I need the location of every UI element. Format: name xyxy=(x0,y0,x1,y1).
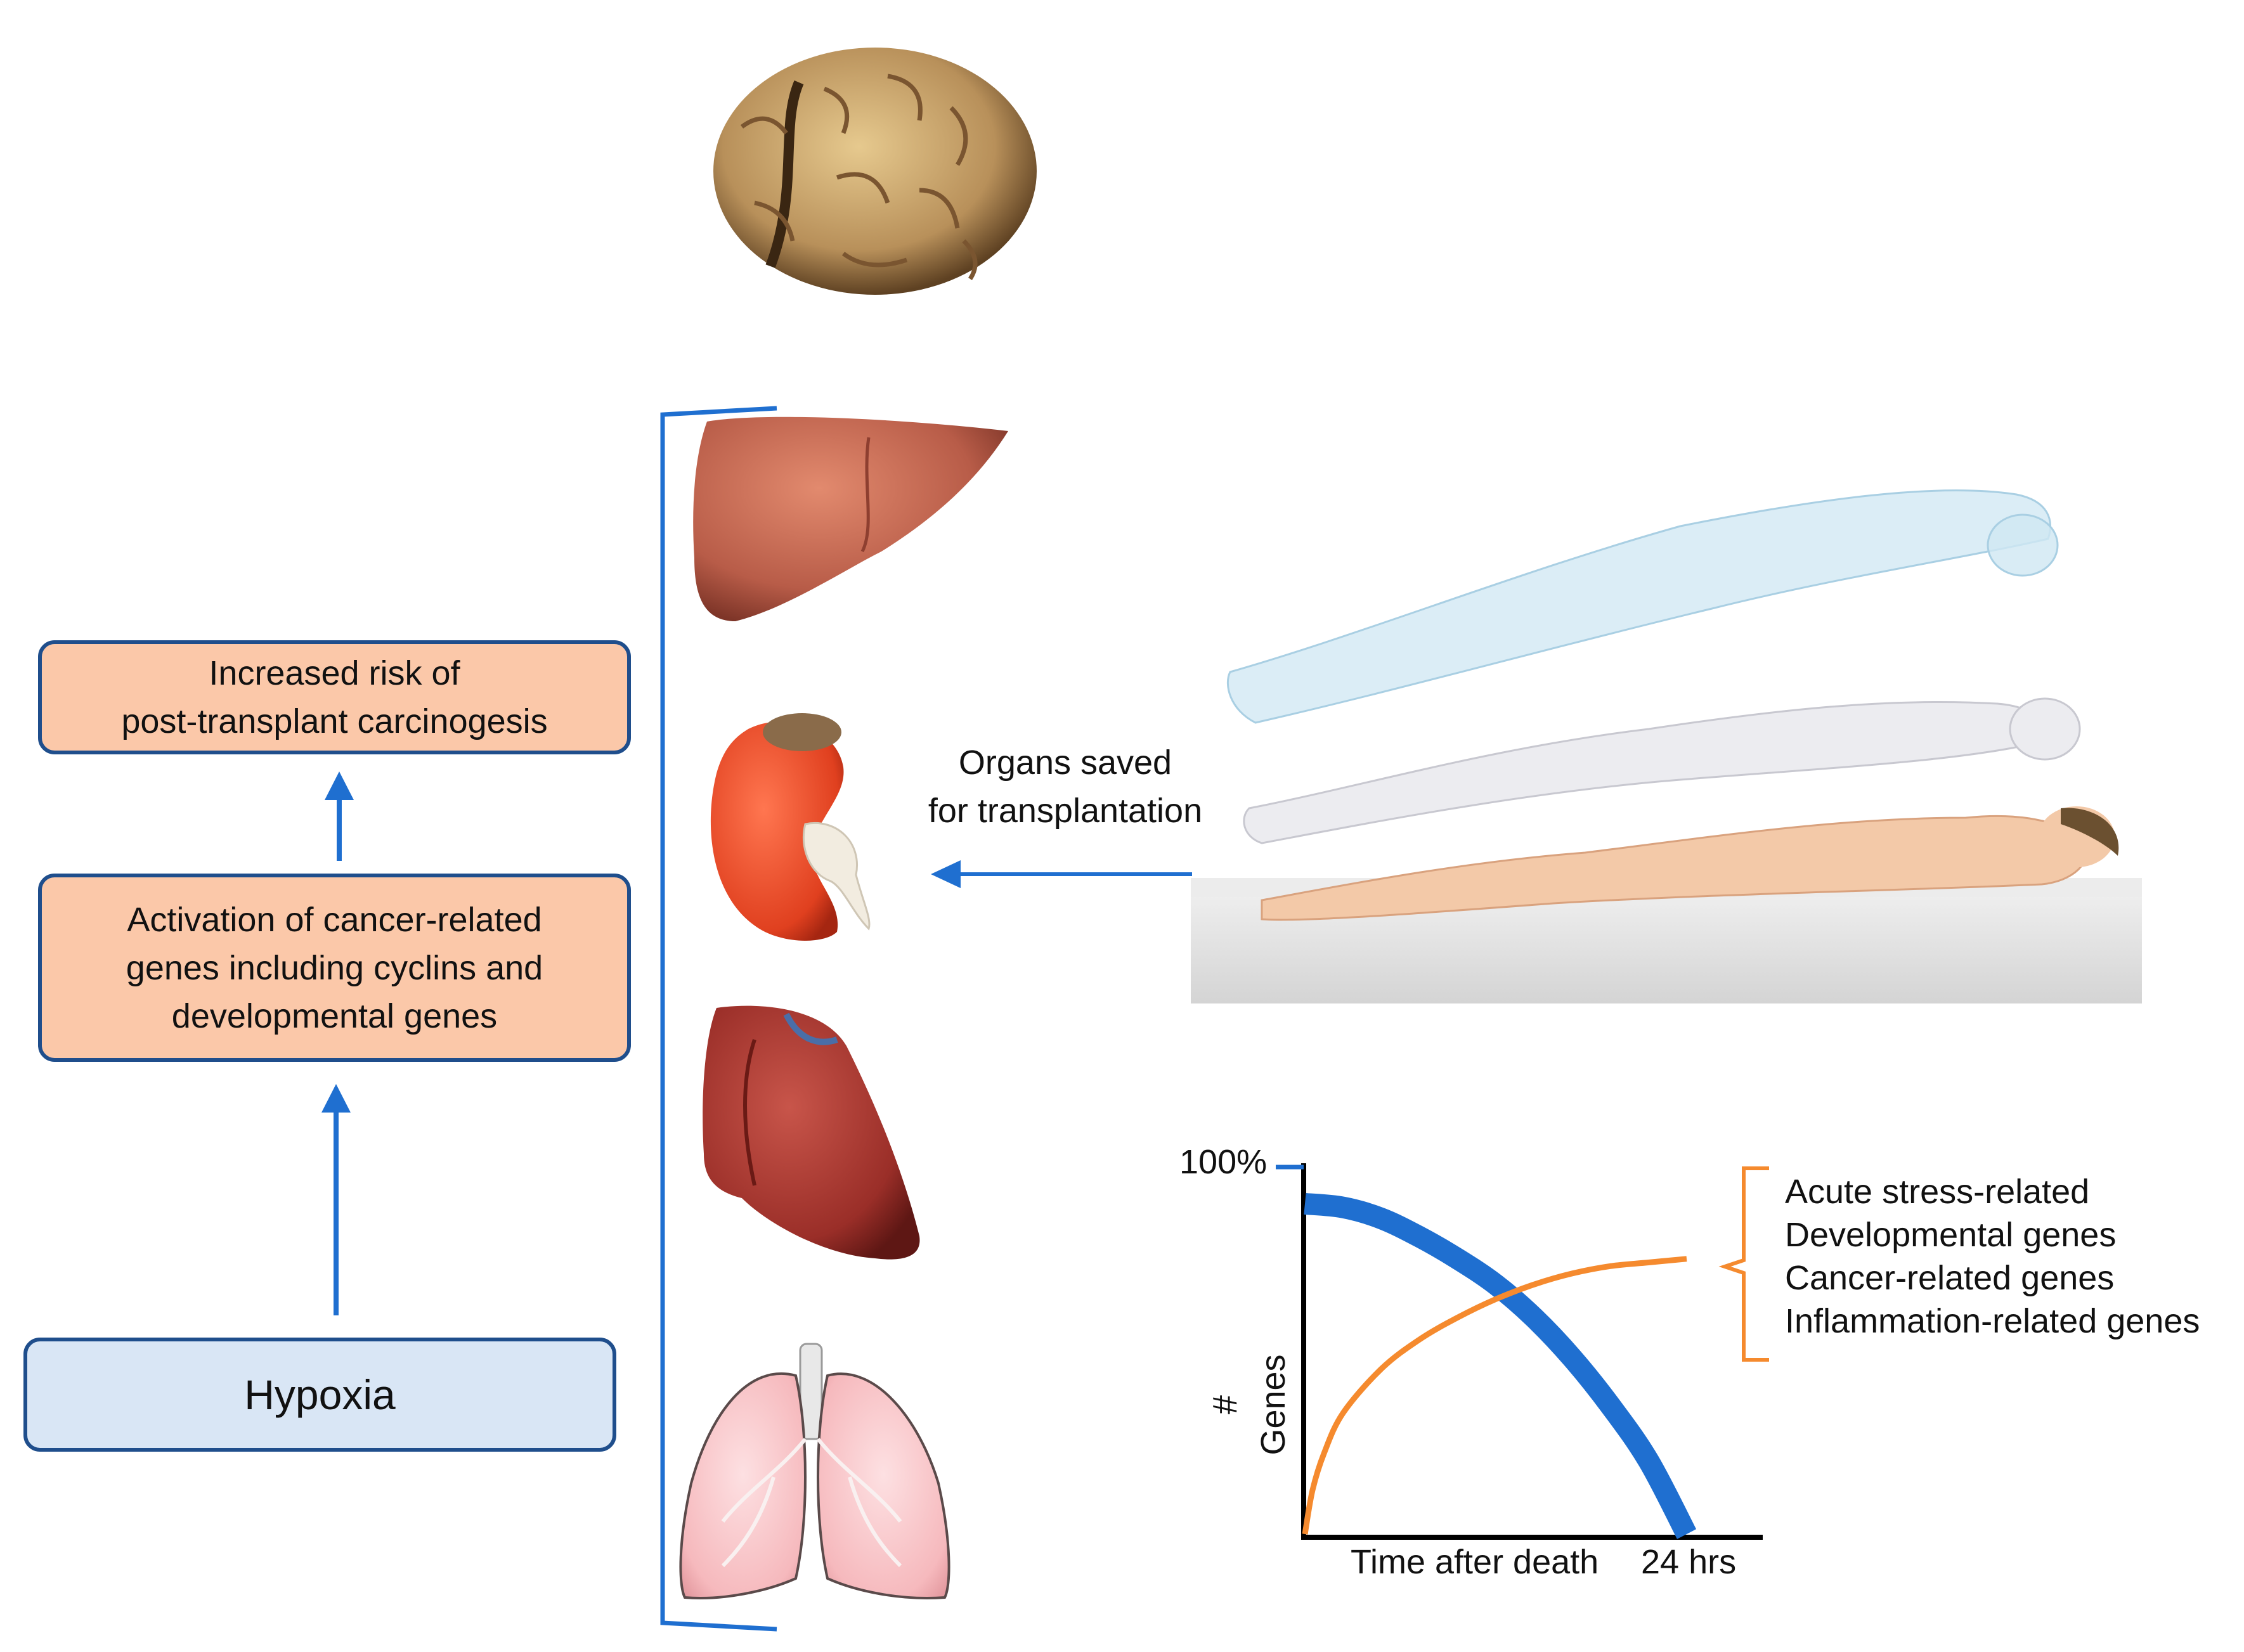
legend-entry-acute: Acute stress-related xyxy=(1785,1173,2090,1211)
brain-icon xyxy=(713,48,1037,295)
gene-chart xyxy=(1276,1163,1769,1540)
organ-bracket xyxy=(660,406,777,1632)
legend-entry-cancer: Cancer-related genes xyxy=(1785,1259,2115,1297)
flow-arrows xyxy=(321,771,354,1315)
arrow-head-upper xyxy=(321,1084,351,1113)
lungs-icon xyxy=(679,1343,950,1599)
x-end-label: 24 hrs xyxy=(1641,1543,1737,1581)
transplant-arrow-head xyxy=(931,860,961,888)
body-scene xyxy=(1191,489,2142,1003)
blue-figure xyxy=(1226,489,2051,724)
heart-icon xyxy=(703,1005,920,1260)
y-axis-label: # Genes xyxy=(1206,1354,1292,1455)
transplant-label: Organs saved for transplantation xyxy=(928,744,1203,830)
series-increase xyxy=(1302,1256,1687,1535)
hypoxia-box: Hypoxia xyxy=(23,1338,616,1452)
series-decline xyxy=(1304,1192,1697,1539)
risk-box: Increased risk of post-transplant carcin… xyxy=(38,640,631,754)
hypoxia-box-text: Hypoxia xyxy=(244,1371,396,1418)
legend-brace xyxy=(1718,1166,1769,1362)
activation-box-text: Activation of cancer-related genes inclu… xyxy=(126,900,543,1035)
legend-entry-inflammation: Inflammation-related genes xyxy=(1785,1302,2200,1340)
y-top-label: 100% xyxy=(1179,1143,1268,1181)
activation-box: Activation of cancer-related genes inclu… xyxy=(38,874,631,1062)
risk-box-text: Increased risk of post-transplant carcin… xyxy=(121,654,548,740)
legend-entry-developmental: Developmental genes xyxy=(1785,1216,2117,1254)
arrow-head-top xyxy=(325,771,354,800)
liver-icon xyxy=(693,416,1008,621)
x-axis-label: Time after death xyxy=(1351,1543,1599,1581)
kidney-icon xyxy=(710,713,871,941)
